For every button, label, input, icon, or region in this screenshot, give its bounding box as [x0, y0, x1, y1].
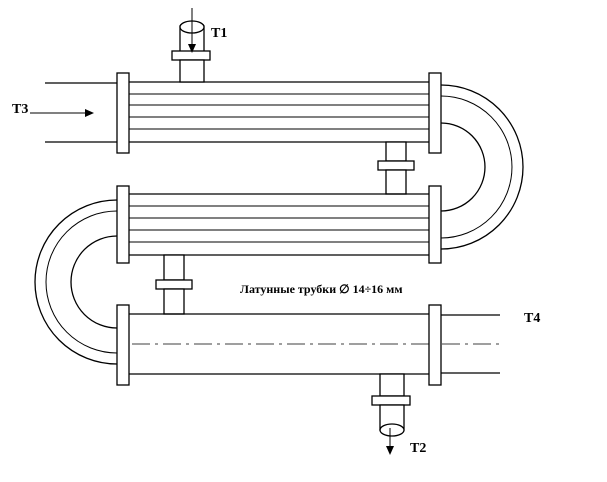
- arrow-t3-icon: [85, 109, 94, 117]
- connector-upper-middle: [377, 141, 415, 195]
- flange-middle-right: [428, 185, 442, 264]
- label-t3: T3: [12, 102, 28, 117]
- connector-middle-lower: [155, 254, 193, 315]
- upper-shell: [30, 20, 442, 154]
- flange-lower-left: [116, 304, 130, 386]
- left-u-bend: [34, 199, 118, 365]
- label-t4: T4: [524, 311, 540, 326]
- label-t1: T1: [211, 26, 227, 41]
- nozzle-t2-flange: [371, 395, 411, 406]
- lower-shell: [116, 304, 500, 437]
- middle-shell: [116, 185, 442, 264]
- arrow-t1-icon: [188, 44, 196, 53]
- flange-upper-left: [116, 72, 130, 154]
- nozzle-t1-flange: [171, 50, 211, 61]
- arrow-t2-icon: [386, 446, 394, 455]
- flange-upper-right: [428, 72, 442, 154]
- right-u-bend: [440, 84, 524, 250]
- flange-lower-right: [428, 304, 442, 386]
- flange-middle-left: [116, 185, 130, 264]
- label-t2: T2: [410, 441, 426, 456]
- tube-caption: Латунные трубки ∅ 14÷16 мм: [240, 282, 403, 296]
